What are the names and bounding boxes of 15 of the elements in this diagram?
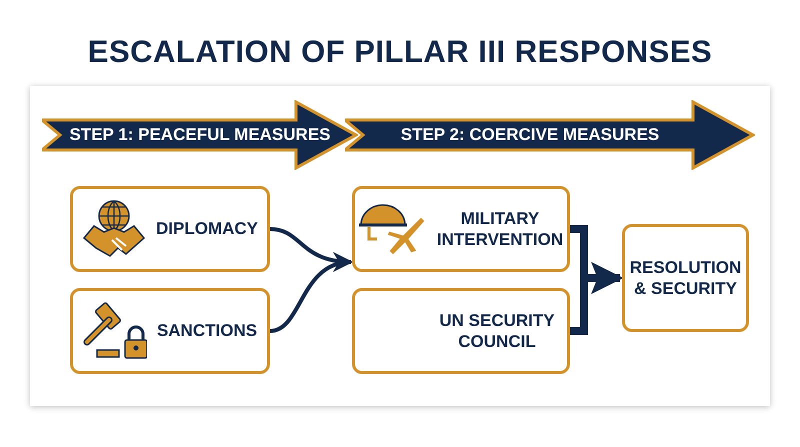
step-box [70, 186, 270, 272]
banner-label: STEP 2: COERCIVE MEASURES [400, 125, 660, 145]
step-box [352, 288, 570, 374]
arrow [270, 254, 353, 333]
box-label: SANCTIONS [156, 320, 258, 342]
banner-label: STEP 1: PEACEFUL MEASURES [69, 125, 331, 145]
title: ESCALATION OF PILLAR III RESPONSES [86, 34, 714, 70]
box-label: UN SECURITY COUNCIL [438, 310, 556, 352]
step-box [70, 288, 270, 374]
box-label: MILITARY INTERVENTION [436, 208, 564, 250]
step-box [352, 186, 570, 272]
step-box [622, 224, 749, 332]
arrow [570, 262, 624, 335]
box-label: RESOLUTION & SECURITY [630, 256, 742, 300]
box-label: DIPLOMACY [156, 218, 258, 240]
